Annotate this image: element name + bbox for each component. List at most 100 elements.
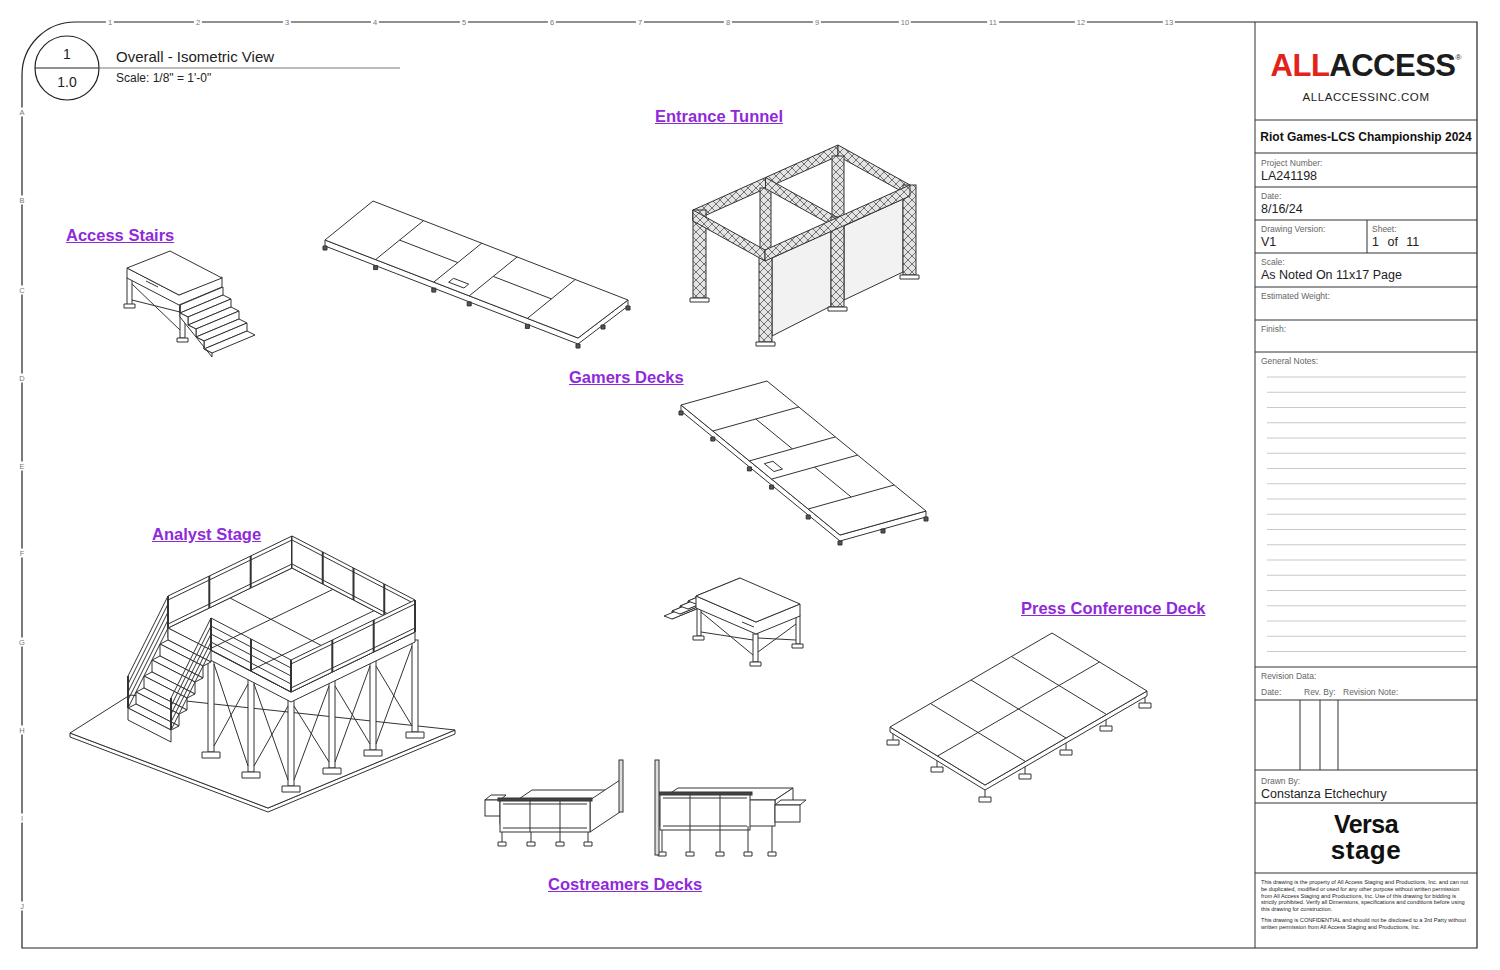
press-conference-deck-part (890, 633, 1147, 785)
entrance-tunnel-part (766, 178, 838, 229)
entrance-tunnel (690, 145, 919, 346)
logo-word: stage (1256, 837, 1476, 863)
costreamer-deck-part (658, 792, 752, 795)
cell-value: V1 (1261, 235, 1362, 250)
analyst-stage-part (370, 660, 376, 750)
project-title: Riot Games-LCS Championship 2024 (1258, 129, 1474, 145)
logo-word: Versa (1256, 812, 1476, 837)
costreamer-deck-part (660, 794, 750, 830)
costreamer-deck-part (503, 800, 587, 832)
access-stairs-part (742, 622, 754, 627)
analyst-stage-part (291, 600, 415, 692)
grid-letter: B (17, 196, 26, 205)
costreamer-deck-part (498, 798, 592, 801)
notes-lines-part (1267, 377, 1466, 652)
gamers-deck-part (679, 411, 928, 545)
entrance-tunnel-part (690, 275, 919, 346)
grid-number: 6 (548, 18, 556, 27)
gamers-deck-part (376, 221, 576, 319)
analyst-stage-part (168, 540, 292, 624)
cell-label: Drawn By: (1261, 776, 1471, 786)
press-conference-deck-part (931, 657, 1107, 762)
costreamer-deck-part (775, 805, 800, 822)
title-block-grid-part (1255, 22, 1477, 948)
costreamer-deck-part (500, 800, 590, 832)
brand-logo: Versastage (1256, 804, 1476, 873)
detail-bubble: 11.0 (34, 35, 100, 101)
costreamer-deck-part (619, 760, 623, 812)
gamers-deck-part (713, 407, 894, 509)
cell-label: Finish: (1261, 324, 1471, 334)
access-stairs-part (204, 331, 255, 353)
view-underline-part (100, 68, 400, 69)
analyst-stage-part (202, 732, 424, 792)
access-stairs-part (697, 608, 701, 636)
costreamer-deck-part (485, 800, 500, 816)
gamers-deck-part (764, 461, 782, 471)
sheet-border (22, 22, 1477, 948)
analyst-stage-part (128, 618, 251, 730)
notes-lines (1267, 377, 1466, 652)
column-header: Rev. By: (1304, 687, 1343, 697)
cell-value: 8/16/24 (1261, 202, 1471, 217)
entrance-tunnel-part (759, 250, 772, 342)
sheet-border-part (22, 22, 1477, 948)
company-logo: ALLACCESS®ALLACCESSINC.COM (1256, 23, 1476, 120)
gamers-deck-part (681, 381, 926, 535)
grid-letter: H (17, 726, 26, 735)
cell-label: Project Number: (1261, 158, 1471, 168)
access-stairs (664, 578, 803, 666)
notice-text: This drawing is the property of All Acce… (1261, 879, 1471, 913)
cell-label: General Notes: (1261, 356, 1471, 366)
costreamer-deck-part (502, 832, 588, 842)
gamers-deck (679, 381, 928, 545)
gamers-deck-part (449, 278, 469, 288)
legal-notice: This drawing is the property of All Acce… (1256, 874, 1476, 948)
analyst-stage-part (248, 678, 254, 772)
column-header: Date: (1261, 687, 1304, 697)
grid-letter: E (17, 462, 26, 471)
gamers-deck-part (323, 246, 630, 348)
grid-number: 9 (813, 18, 821, 27)
part-label: Analyst Stage (152, 525, 261, 544)
access-stairs-part (753, 634, 758, 662)
costreamer-deck-part (655, 760, 659, 855)
analyst-stage-part (288, 700, 294, 786)
title-block-cell: Project Number:LA241198 (1256, 154, 1476, 187)
title-block-cell: Drawn By:Constanza Etchechury (1256, 770, 1476, 803)
grid-letter: A (17, 108, 26, 117)
access-stairs-part (127, 251, 222, 295)
view-underline (100, 68, 400, 69)
revision-table: Revision Data: Date:Rev. By:Revision Note… (1256, 667, 1476, 770)
access-stairs-part (127, 278, 132, 305)
grid-number: 10 (899, 18, 911, 27)
access-stairs (124, 251, 255, 357)
bubble-circle (35, 36, 99, 100)
analyst-stage-part (329, 680, 335, 768)
column-header: Revision Note: (1343, 687, 1398, 697)
gamers-deck-part (325, 201, 628, 338)
analyst-stage-part (171, 618, 211, 730)
costreamer-deck-part (663, 794, 747, 830)
cell-value: As Noted On 11x17 Page (1261, 268, 1471, 283)
bubble-divider (35, 68, 99, 69)
analyst-stage-part (128, 708, 171, 742)
title-block-cell: General Notes: (1256, 352, 1476, 667)
title-block-cell: Drawing Version:V1 (1256, 220, 1367, 253)
costreamer-deck-part (662, 826, 772, 852)
part-label: Access Stairs (66, 226, 174, 245)
sheet-reference: 1.0 (34, 72, 100, 92)
costreamer-deck-part (658, 852, 776, 856)
title-block-cell: Sheet:1 of 11 (1367, 220, 1476, 253)
costreamer-deck-part (775, 800, 806, 805)
view-title: Overall - Isometric View (116, 48, 274, 65)
cell-label: Revision Data: (1261, 671, 1471, 681)
title-block-cell: Date:8/16/24 (1256, 187, 1476, 220)
analyst-stage-part (412, 640, 418, 732)
bubble-outline (34, 35, 100, 101)
analyst-stage-part (168, 536, 292, 628)
project-title-cell: Riot Games-LCS Championship 2024 (1256, 121, 1476, 153)
